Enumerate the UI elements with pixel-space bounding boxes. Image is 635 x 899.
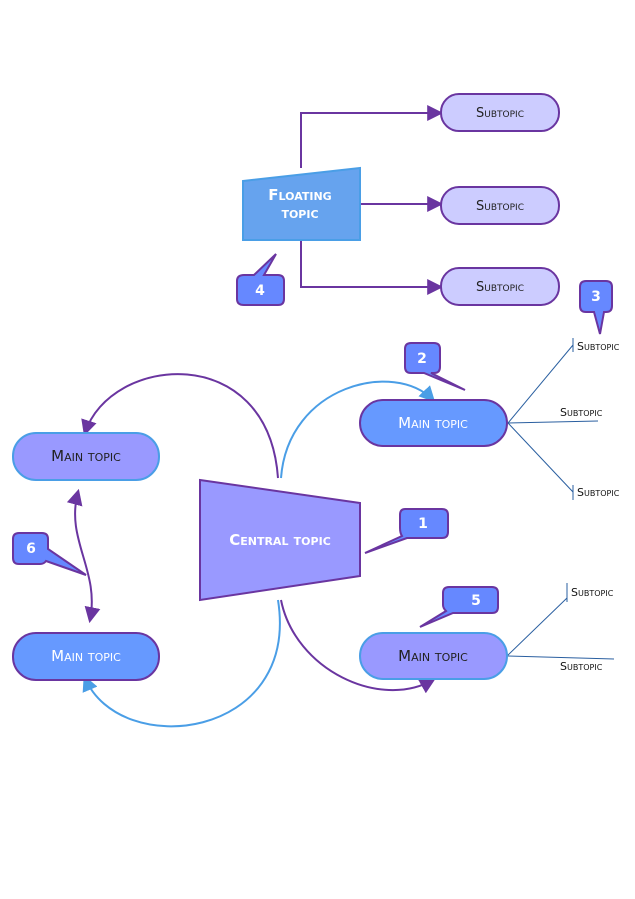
branch-subtopic-label[interactable]: Subtopic — [577, 486, 620, 499]
branch-subtopic-label[interactable]: Subtopic — [560, 660, 603, 673]
float-subtopic[interactable]: Subtopic — [440, 267, 560, 306]
connector-upper-right — [280, 380, 436, 479]
connector-lower-right — [280, 599, 436, 694]
callout-number: 5 — [471, 593, 481, 609]
main-topic-label: Main topic — [51, 447, 121, 465]
main-topic-upper-left[interactable]: Main topic — [12, 432, 160, 481]
central-connectors — [66, 373, 436, 728]
float-subtopic-label: Subtopic — [476, 280, 524, 295]
float-connector-top — [300, 105, 444, 168]
callout-badge[interactable]: 2 — [404, 342, 466, 391]
central-topic-label: Central topic — [229, 531, 331, 549]
main-topic-upper-right[interactable]: Main topic — [359, 399, 508, 447]
main-topic-label: Main topic — [398, 414, 468, 432]
central-topic[interactable]: Central topic — [199, 478, 361, 602]
callout-badge[interactable]: 5 — [419, 586, 499, 628]
float-subtopic-label: Subtopic — [476, 106, 524, 121]
relation-left-topics — [66, 488, 101, 624]
callout-badge[interactable]: 6 — [12, 532, 87, 576]
main-topic-label: Main topic — [51, 647, 121, 665]
callout-number: 2 — [417, 351, 427, 367]
floating-topic-line1: Floating — [268, 186, 331, 204]
float-subtopic[interactable]: Subtopic — [440, 93, 560, 132]
main-topic-lower-right[interactable]: Main topic — [359, 632, 508, 680]
connector-lower-left — [82, 599, 281, 728]
callout-badge[interactable]: 1 — [364, 508, 449, 554]
main-topic-lower-left[interactable]: Main topic — [12, 632, 160, 681]
branch-subtopic-label[interactable]: Subtopic — [560, 406, 603, 419]
callout-number: 1 — [418, 516, 428, 532]
float-connector-bottom — [300, 240, 444, 295]
callout-number: 3 — [591, 289, 601, 305]
float-subtopic[interactable]: Subtopic — [440, 186, 560, 225]
branch-subtopic-label[interactable]: Subtopic — [571, 586, 614, 599]
main-topic-label: Main topic — [398, 647, 468, 665]
float-subtopic-label: Subtopic — [476, 199, 524, 214]
floating-topic-line2: topic — [281, 204, 318, 222]
callout-number: 4 — [255, 283, 265, 299]
branch-lines-upper — [507, 338, 599, 500]
callout-badge[interactable]: 3 — [579, 280, 613, 335]
floating-connectors — [300, 105, 444, 295]
connector-upper-left — [81, 373, 279, 479]
branch-lines-lower — [506, 583, 615, 660]
floating-topic[interactable]: Floating topic — [242, 166, 361, 241]
branch-subtopic-label[interactable]: Subtopic — [577, 340, 620, 353]
callout-badge[interactable]: 4 — [236, 253, 285, 306]
callout-number: 6 — [26, 541, 36, 557]
